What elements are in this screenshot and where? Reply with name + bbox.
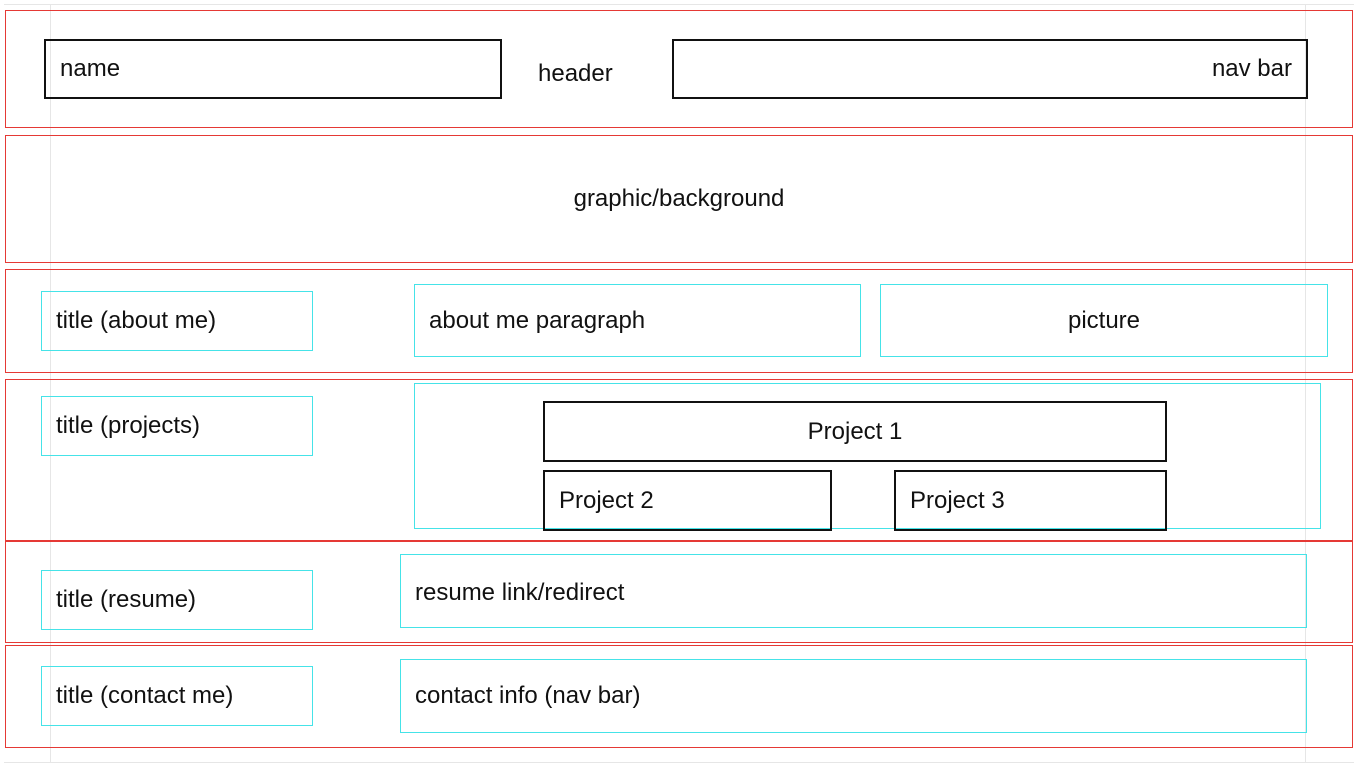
about-me-paragraph-label: about me paragraph xyxy=(429,306,646,334)
title-contact-me-box: title (contact me) xyxy=(41,666,313,726)
project-3-label: Project 3 xyxy=(910,486,1005,514)
page-frame-bottom xyxy=(4,762,1354,763)
title-resume-box: title (resume) xyxy=(41,570,313,630)
title-projects-label: title (projects) xyxy=(56,412,201,439)
title-about-me-box: title (about me) xyxy=(41,291,313,351)
project-1-box: Project 1 xyxy=(543,401,1167,462)
about-me-section xyxy=(5,269,1353,373)
page-frame-top xyxy=(4,4,1354,5)
projects-container-box xyxy=(414,383,1321,529)
resume-link-box: resume link/redirect xyxy=(400,554,1307,628)
page-frame-left xyxy=(50,4,51,762)
project-2-box: Project 2 xyxy=(543,470,832,531)
resume-link-label: resume link/redirect xyxy=(415,579,625,606)
name-box: name xyxy=(44,39,502,99)
contact-me-section xyxy=(5,645,1353,748)
header-label: header xyxy=(538,60,613,87)
graphic-background-section: graphic/background xyxy=(5,135,1353,263)
title-projects-box: title (projects) xyxy=(41,396,313,456)
graphic-background-label: graphic/background xyxy=(573,185,785,212)
contact-info-box: contact info (nav bar) xyxy=(400,659,1307,733)
title-about-me-label: title (about me) xyxy=(56,307,217,334)
title-contact-me-label: title (contact me) xyxy=(56,682,234,709)
header-section: header xyxy=(5,10,1353,128)
project-3-box: Project 3 xyxy=(894,470,1167,531)
projects-section xyxy=(5,379,1353,541)
picture-label: picture xyxy=(1067,306,1141,334)
project-2-label: Project 2 xyxy=(559,486,654,514)
about-me-paragraph-box: about me paragraph xyxy=(414,284,861,357)
nav-bar-box: nav bar xyxy=(672,39,1308,99)
resume-section xyxy=(5,541,1353,643)
project-1-label: Project 1 xyxy=(807,417,903,445)
name-label: name xyxy=(60,55,121,82)
contact-info-label: contact info (nav bar) xyxy=(415,682,641,709)
nav-bar-label: nav bar xyxy=(1211,55,1292,82)
title-resume-label: title (resume) xyxy=(56,586,197,613)
picture-box: picture xyxy=(880,284,1328,357)
